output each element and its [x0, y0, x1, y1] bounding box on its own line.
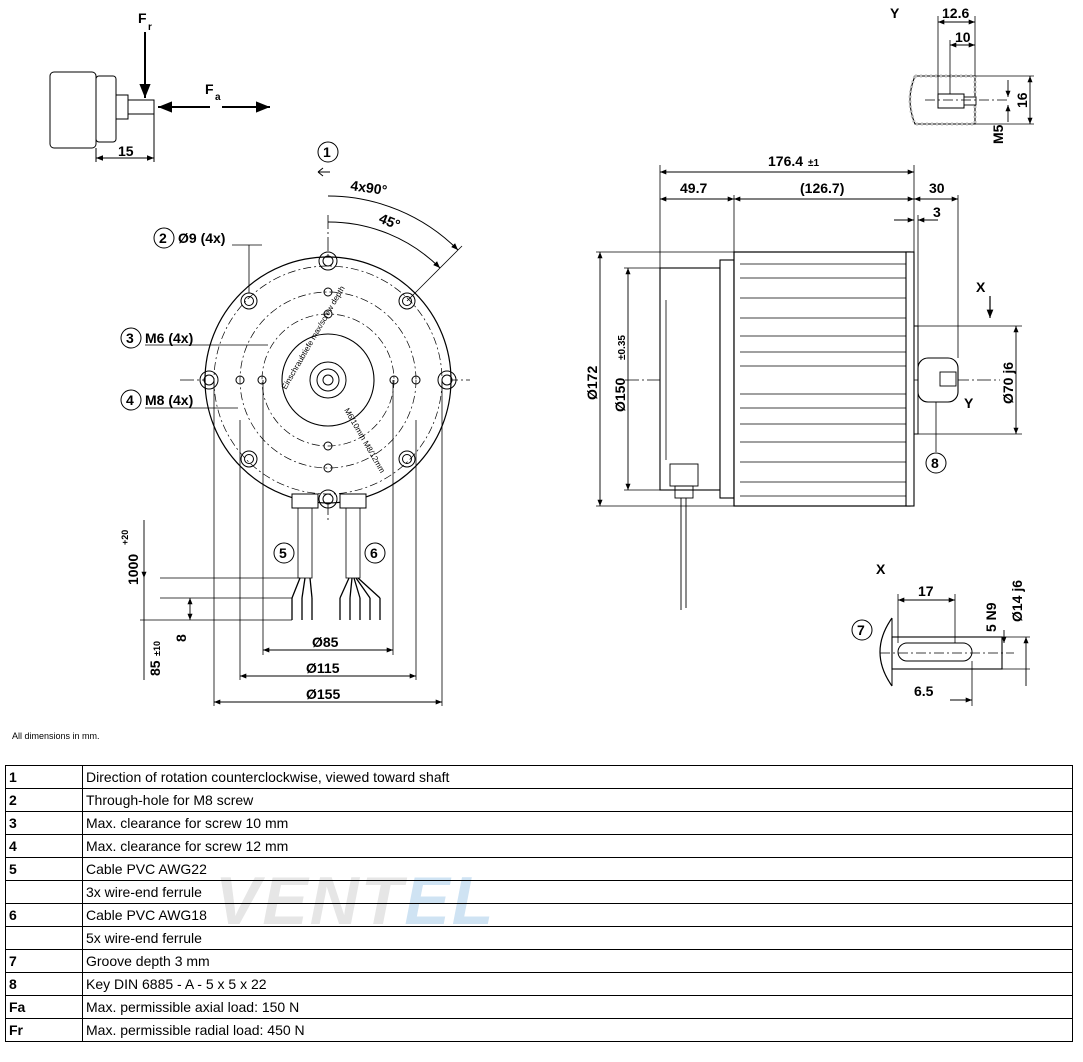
detail-x: [879, 594, 1030, 706]
dim-d115: Ø115: [306, 660, 340, 676]
callout-6: 6: [370, 545, 378, 561]
svg-text:M6 (4x): M6 (4x): [145, 330, 193, 346]
svg-text:Ø9 (4x): Ø9 (4x): [178, 230, 225, 246]
svg-text:12.6: 12.6: [942, 5, 969, 21]
svg-text:M8 (4x): M8 (4x): [145, 392, 193, 408]
callout-1: 1: [323, 144, 331, 160]
dim-total-length: 176.4: [768, 153, 803, 169]
svg-text:4x90°: 4x90°: [350, 177, 389, 198]
svg-text:16: 16: [1014, 92, 1030, 108]
load-sketch: [49, 32, 270, 162]
detail-x-label: X: [876, 561, 886, 577]
detail-y: [908, 16, 1034, 126]
svg-text:17: 17: [918, 583, 934, 599]
svg-text:45°: 45°: [377, 210, 403, 233]
callout-3: 3: [126, 330, 134, 346]
svg-text:8: 8: [173, 634, 189, 642]
technical-drawing: F r F a 15: [49, 5, 1034, 706]
view-x-marker: X: [976, 279, 986, 295]
svg-text:10: 10: [955, 29, 971, 45]
svg-text:1000: 1000: [125, 554, 141, 585]
svg-text:49.7: 49.7: [680, 180, 707, 196]
svg-text:±0.35: ±0.35: [617, 335, 628, 360]
svg-text:5 N9: 5 N9: [983, 602, 999, 632]
callout-2: 2: [159, 230, 167, 246]
svg-text:M5: M5: [990, 124, 1006, 144]
svg-text:3: 3: [933, 204, 941, 220]
dim-d150: Ø150: [612, 378, 628, 412]
svg-text:6.5: 6.5: [914, 683, 934, 699]
svg-text:15: 15: [118, 143, 134, 159]
dim-d85: Ø85: [312, 634, 339, 650]
legend-row: 5x wire-end ferrule: [5, 926, 1073, 950]
fa-label: F: [205, 81, 214, 97]
dim-d172: Ø172: [584, 366, 600, 400]
side-view: [596, 165, 1022, 610]
callout-5: 5: [279, 545, 287, 561]
front-view: [140, 167, 470, 706]
view-y-marker: Y: [964, 395, 974, 411]
svg-text:±10: ±10: [152, 641, 162, 656]
callout-8: 8: [931, 455, 939, 471]
legend-row: 3x wire-end ferrule: [5, 880, 1073, 904]
units-note: All dimensions in mm.: [12, 731, 100, 741]
svg-text:+20: +20: [120, 530, 130, 545]
callout-7: 7: [857, 622, 865, 638]
svg-text:Ø14 j6: Ø14 j6: [1009, 580, 1025, 622]
detail-y-label: Y: [890, 5, 900, 21]
svg-text:r: r: [148, 22, 152, 33]
fr-label: F: [138, 10, 147, 26]
svg-text:85: 85: [147, 660, 163, 676]
dim-d70: Ø70 j6: [1000, 362, 1016, 404]
dim-d155: Ø155: [306, 686, 340, 702]
callout-4: 4: [126, 392, 134, 408]
svg-text:(126.7): (126.7): [800, 180, 844, 196]
svg-text:a: a: [215, 92, 221, 103]
svg-text:30: 30: [929, 180, 945, 196]
svg-text:±1: ±1: [808, 158, 819, 169]
